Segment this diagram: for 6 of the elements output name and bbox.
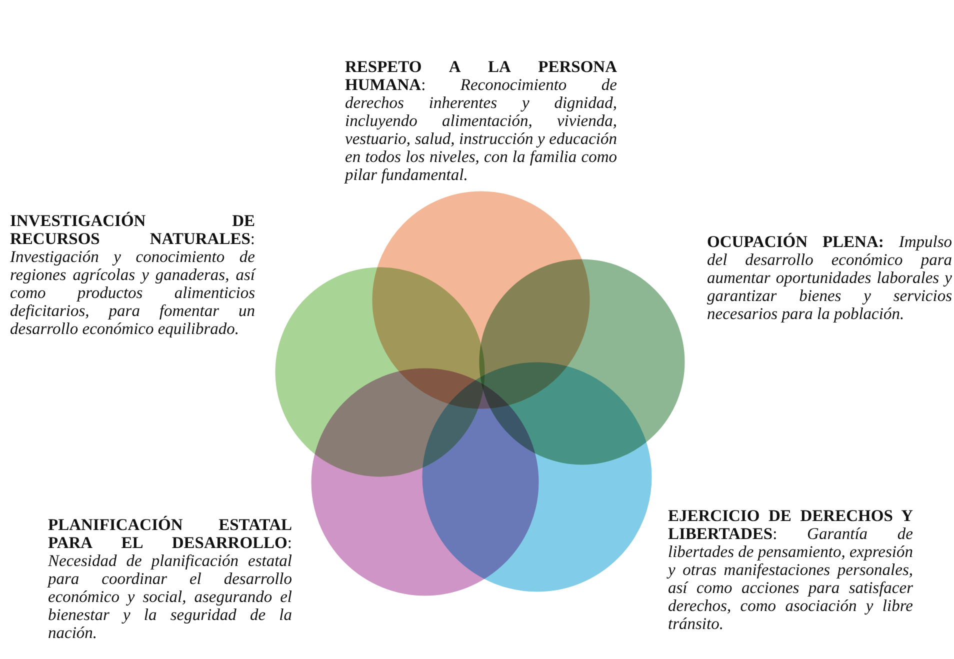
description-text: PLANIFICACIÓN ESTATAL PARA EL DESARROLLO: Necesidad de planificación estatal para coordinar el desarrollo económico y social, asegurando el bienestar y la seguridad de la nación.	[48, 516, 292, 642]
description-text: RESPETO A LA PERSONA HUMANA: Reconocimiento de derechos inherentes y dignidad, incluyendo alimentación, vivienda, vestuario, salud, instrucción y educación en todos los niveles, con la familia como pilar fundamental.	[345, 58, 617, 184]
description-text: EJERCICIO DE DERECHOS Y LIBERTADES: Garantía de libertades de pensamiento, expresión y otras manifestaciones personales, así como acciones para satisfacer derechos, como asociación y libre tránsito.	[668, 507, 913, 633]
venn-circle	[272, 264, 488, 480]
description-text: INVESTIGACIÓN DE RECURSOS NATURALES: Investigación y conocimiento de regiones agrícolas y ganaderas, así como productos alimenticios deficitarios, para fomentar un desarrollo económico equilibrado.	[10, 212, 255, 338]
description-text: OCUPACIÓN PLENA: Impulso del desarrollo económico para aumentar oportunidades laborales y garantizar bienes y servicios necesarios para la población.	[707, 233, 952, 323]
